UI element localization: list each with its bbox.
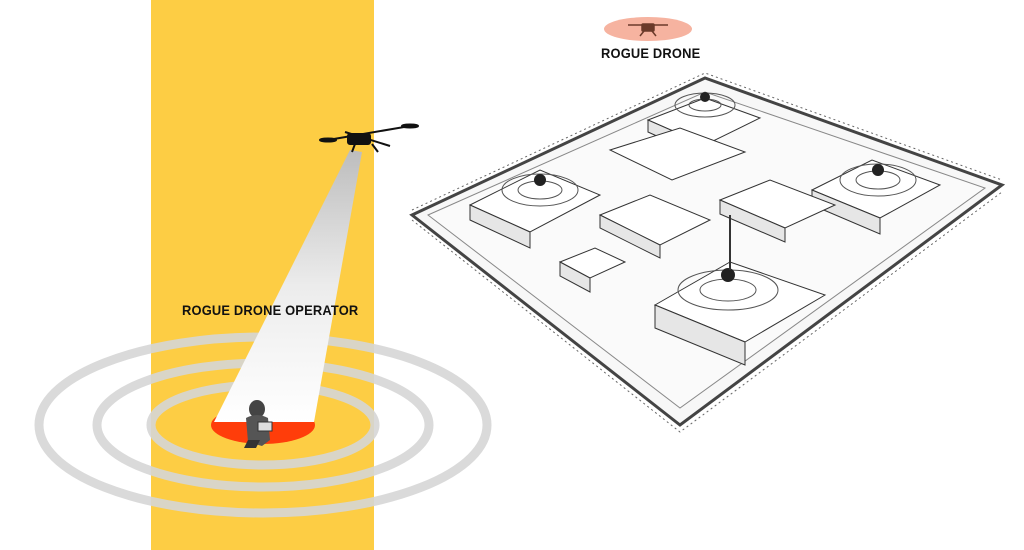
- rogue-drone-badge: [604, 17, 692, 41]
- prison-facility: [409, 72, 1006, 433]
- razor-wire: [411, 72, 1003, 433]
- operator-figure-icon: [244, 400, 273, 448]
- drone-icon: [319, 123, 419, 153]
- control-beam: [214, 150, 362, 422]
- rogue-drone-label: ROGUE DRONE: [601, 45, 701, 61]
- radar-dish-icons: [534, 92, 884, 282]
- rogue-drone-operator-label: ROGUE DRONE OPERATOR: [182, 302, 359, 318]
